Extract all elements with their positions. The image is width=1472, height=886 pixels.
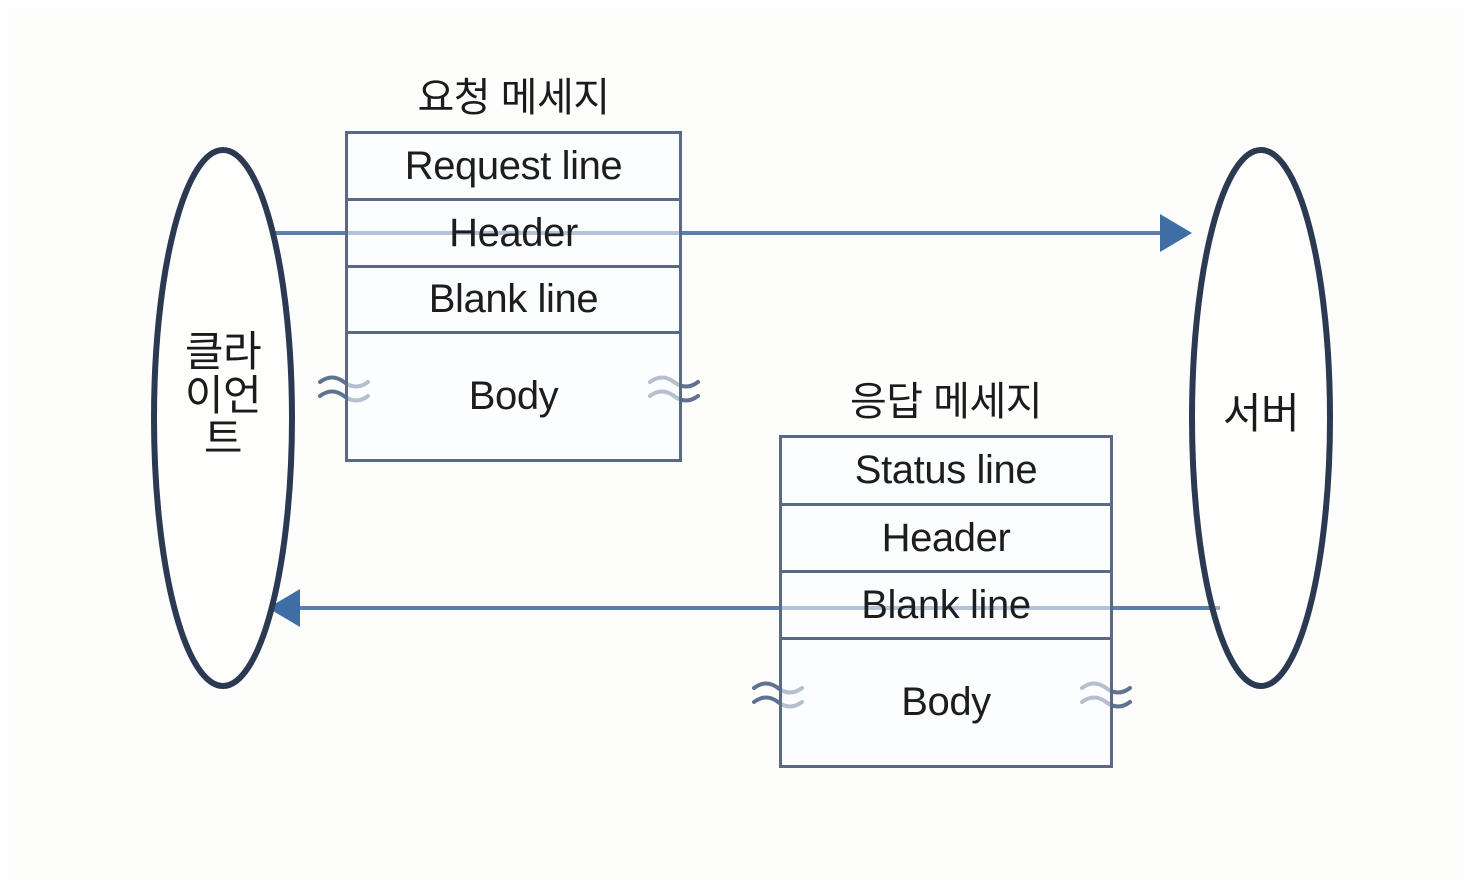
server-label-line-1: 서버	[1222, 390, 1300, 437]
response-row-blank-line: Blank line	[782, 573, 1110, 640]
request-message-title: 요청 메세지	[417, 76, 610, 120]
response-row-status-line: Status line	[782, 438, 1110, 506]
request-message-box: Request line Header Blank line Body	[345, 131, 682, 462]
response-message-title: 응답 메세지	[849, 380, 1043, 424]
client-label-line-1: 클라	[184, 328, 262, 375]
response-row-body: Body	[901, 680, 991, 724]
request-row-header: Header	[348, 201, 679, 268]
response-message-box: Status line Header Blank line Body	[779, 435, 1113, 768]
client-label-line-3: 트	[203, 415, 243, 463]
request-row-request-line: Request line	[348, 134, 679, 201]
response-row-header: Header	[782, 506, 1110, 573]
request-row-body: Body	[468, 374, 559, 418]
server-node-label: 서버	[1196, 392, 1326, 436]
client-node-label: 클라 이언 트	[158, 330, 288, 461]
client-label-line-2: 이언	[184, 371, 262, 419]
request-row-blank-line: Blank line	[348, 268, 679, 334]
